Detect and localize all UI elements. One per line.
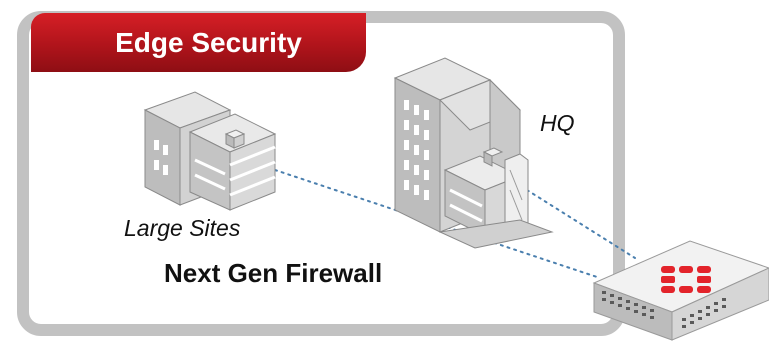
hq-building-icon — [393, 57, 554, 249]
banner-title: Edge Security — [115, 26, 302, 58]
large-sites-label: Large Sites — [124, 215, 241, 241]
section-banner: Edge Security — [31, 13, 366, 72]
connection-line-large-sites — [274, 169, 601, 279]
connection-line-hq — [526, 189, 636, 259]
fortinet-logo-icon — [661, 266, 711, 293]
firewall-appliance-icon — [592, 240, 769, 341]
hq-label: HQ — [540, 110, 575, 136]
diagram-title: Next Gen Firewall — [164, 258, 383, 288]
large-sites-building-icon — [143, 91, 277, 211]
